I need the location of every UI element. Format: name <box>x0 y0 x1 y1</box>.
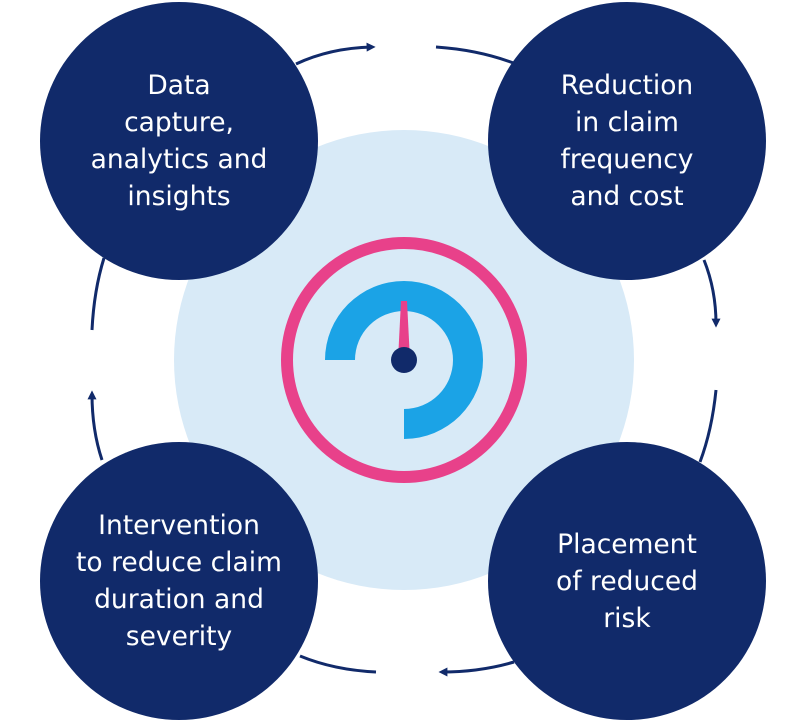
node-intervention: Intervention to reduce claim duration an… <box>40 442 318 720</box>
gauge-hub <box>391 347 417 373</box>
node-label-line: frequency <box>560 144 694 175</box>
arrow-bottom-tail <box>299 654 377 674</box>
node-label-line: duration and <box>94 584 264 615</box>
node-label: Reduction in claim frequency and cost <box>561 67 694 215</box>
arrow-left-up <box>87 390 104 461</box>
speedometer-gauge-icon <box>281 237 527 483</box>
node-label-line: Reduction <box>560 70 694 101</box>
gauge-ring <box>281 237 527 483</box>
gauge-needle <box>398 301 410 360</box>
node-label: Intervention to reduce claim duration an… <box>76 507 282 655</box>
node-label-line: Placement <box>557 528 697 560</box>
gauge-arc <box>325 281 483 439</box>
node-reduction: Reduction in claim frequency and cost <box>488 2 766 280</box>
node-label-line: in claim <box>575 107 679 138</box>
arrow-left-tail <box>90 257 106 331</box>
arrow-top-left-to-right <box>295 42 376 66</box>
arrow-right-tail <box>698 389 718 463</box>
node-placement: Placement of reduced risk <box>488 442 766 720</box>
node-label-line: severity <box>125 621 233 652</box>
node-label-line: risk <box>603 602 651 634</box>
node-label: Placement of reduced risk <box>556 526 698 637</box>
node-label-line: capture, <box>124 107 234 138</box>
node-label-line: analytics and <box>90 144 268 175</box>
node-label-line: to reduce claim <box>76 547 282 578</box>
node-label-line: and cost <box>570 181 684 212</box>
arrow-top-tail <box>435 45 517 66</box>
node-label-line: Data <box>147 70 211 101</box>
arrow-bottom-right-to-left <box>438 660 515 677</box>
node-label-line: of reduced <box>556 565 698 597</box>
node-data-capture: Data capture, analytics and insights <box>40 2 318 280</box>
node-label-line: Intervention <box>98 510 260 541</box>
node-label: Data capture, analytics and insights <box>91 67 268 215</box>
node-label-line: insights <box>127 181 231 212</box>
arrow-right-down <box>702 259 721 328</box>
